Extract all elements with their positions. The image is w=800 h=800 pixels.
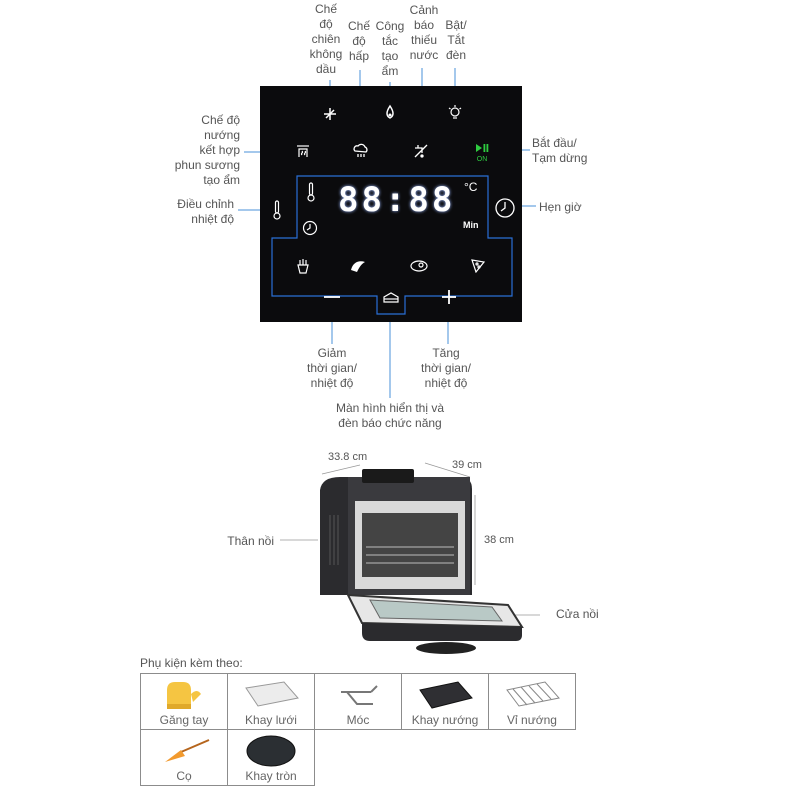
label-start-pause: Bắt đầu/ Tạm dừng <box>532 136 588 165</box>
label-bake-steam-spray: Chế độ nướng kết hợp phun sương tạo ẩm <box>174 113 240 187</box>
steak-icon[interactable] <box>409 259 429 273</box>
accessory-cell: Móc <box>314 673 402 730</box>
label-display: Màn hình hiển thị và đèn báo chức năng <box>335 401 445 430</box>
dimension-depth: 39 cm <box>452 459 482 471</box>
faucet-warning-icon[interactable] <box>413 143 429 159</box>
baking-tray-icon <box>419 681 473 709</box>
fan-icon[interactable] <box>322 106 338 122</box>
control-panel: ON 88:88 °C Min <box>260 86 522 322</box>
label-body: Thân nồi <box>227 534 274 548</box>
lcd-thermometer-icon <box>307 182 315 202</box>
steam-icon[interactable] <box>352 142 370 158</box>
accessory-name: Móc <box>346 713 370 727</box>
label-temp-adjust: Điều chỉnh nhiệt độ <box>177 197 234 226</box>
accessory-cell: Vỉ nướng <box>488 673 576 730</box>
play-pause-icon <box>476 144 489 152</box>
accessory-name: Găng tay <box>159 713 209 727</box>
label-decrease: Giảm thời gian/ nhiệt độ <box>307 346 357 390</box>
accessory-name: Khay nướng <box>411 713 479 727</box>
accessory-name: Vỉ nướng <box>507 713 557 727</box>
dimension-width: 33.8 cm <box>328 451 368 463</box>
accessory-name: Khay lưới <box>245 713 297 727</box>
round-tray-icon <box>246 735 296 767</box>
label-increase: Tăng thời gian/ nhiệt độ <box>421 346 471 390</box>
accessory-cell: Găng tay <box>140 673 228 730</box>
label-humidifier: Công tắc tạo ẩm <box>375 19 405 78</box>
accessory-cell: Khay lưới <box>227 673 315 730</box>
lcd-unit-time: Min <box>463 220 479 230</box>
accessories-title: Phụ kiện kèm theo: <box>140 656 243 670</box>
lcd-digits: 88:88 <box>338 180 456 220</box>
grill-rack-icon <box>506 681 560 707</box>
accessories-table: Găng tay Khay lưới Móc Khay nướng Vỉ nướ… <box>140 673 576 786</box>
control-panel-graphics <box>271 175 513 315</box>
bake-steam-icon[interactable] <box>296 144 310 158</box>
pizza-icon[interactable] <box>470 257 486 273</box>
on-label: ON <box>476 156 488 163</box>
lcd-clock-icon <box>302 220 318 236</box>
start-pause-button[interactable]: ON <box>472 140 492 164</box>
accessory-name: Khay tròn <box>245 769 297 783</box>
clock-icon[interactable] <box>494 197 516 219</box>
lcd-outline <box>271 175 513 315</box>
label-door: Cửa nồi <box>556 607 599 621</box>
droplet-flame-icon[interactable] <box>382 104 398 122</box>
oven-illustration <box>280 462 540 654</box>
label-steam: Chế độ hấp <box>347 19 370 63</box>
glove-icon <box>167 682 201 709</box>
label-air-fry: Chế độ chiên không dầu <box>309 2 343 76</box>
hook-icon <box>341 685 378 705</box>
mesh-tray-icon <box>245 681 299 707</box>
plus-icon[interactable] <box>440 288 458 306</box>
chicken-wing-icon[interactable] <box>349 258 367 274</box>
accessory-cell: Khay nướng <box>401 673 489 730</box>
label-light: Bật/ Tắt đèn <box>445 18 467 62</box>
brush-icon <box>165 739 210 762</box>
accessory-cell: Cọ <box>140 729 228 786</box>
cake-icon[interactable] <box>382 290 400 304</box>
accessory-cell: Khay tròn <box>227 729 315 786</box>
accessory-name: Cọ <box>176 769 192 783</box>
dimension-height: 38 cm <box>484 534 514 546</box>
lcd-unit-temp: °C <box>464 180 478 194</box>
thermometer-icon[interactable] <box>272 200 282 220</box>
fries-icon[interactable] <box>295 258 311 274</box>
minus-icon[interactable] <box>322 292 342 302</box>
label-water-warning: Cảnh báo thiếu nước <box>409 3 439 62</box>
label-timer: Hẹn giờ <box>539 200 582 214</box>
bulb-icon[interactable] <box>447 104 463 122</box>
